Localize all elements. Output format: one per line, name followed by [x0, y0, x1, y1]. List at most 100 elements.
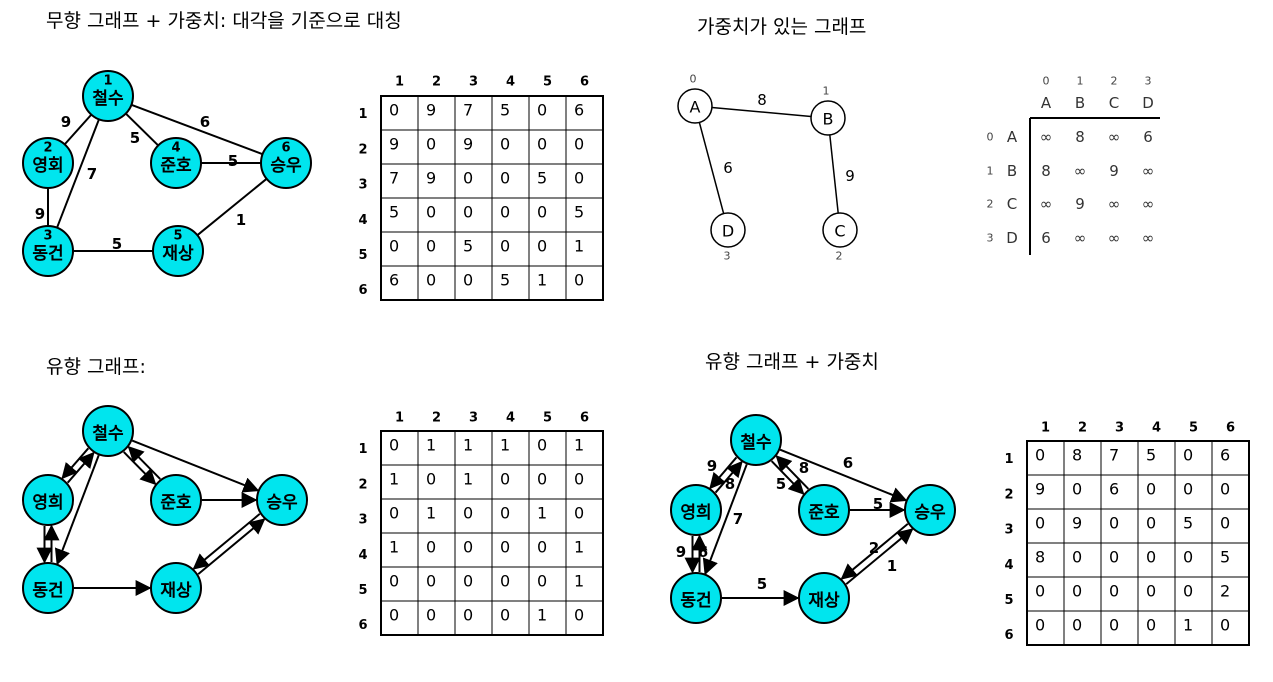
wtab-cell-1-0: 8 — [1041, 162, 1051, 180]
g3-node-label-1: 철수 — [92, 424, 124, 444]
m4-border — [1026, 440, 1250, 646]
g2-edge-A-D — [698, 122, 725, 214]
m1-col-header-1: 1 — [395, 75, 404, 90]
wtab-col-index-1: 1 — [1077, 75, 1084, 88]
m1-cell-5-1: 0 — [389, 237, 399, 256]
g3-node-label-6: 승우 — [266, 493, 298, 513]
m4-cell-1-2: 8 — [1072, 446, 1082, 465]
m4-row-header-1: 1 — [1004, 452, 1013, 467]
m3-cell-3-5: 1 — [537, 504, 547, 523]
g1-weight-1-6: 6 — [200, 113, 210, 131]
m4-cell-6-5: 1 — [1183, 616, 1193, 635]
g1-node-num-5: 5 — [173, 229, 182, 244]
m4-cell-5-6: 2 — [1220, 582, 1230, 601]
g3-edge-1-3 — [54, 454, 100, 566]
m1-cell-5-4: 0 — [500, 237, 510, 256]
title-directed: 유향 그래프: — [46, 356, 146, 378]
m3-cell-4-3: 0 — [463, 538, 473, 557]
g1-edge-1-2 — [63, 113, 93, 146]
wtab-row-label-D: D — [1006, 229, 1018, 247]
m4-cell-5-4: 0 — [1146, 582, 1156, 601]
g4-weight-2-3-b: 6 — [698, 543, 708, 561]
m4-cell-6-3: 0 — [1109, 616, 1119, 635]
g4-node-3 — [670, 572, 722, 624]
g1-weight-4-6: 5 — [228, 152, 238, 170]
g4-weight-2-3-a: 9 — [676, 543, 686, 561]
g4-edge-5-6 — [845, 528, 914, 585]
g4-weight-1-4-b: 5 — [776, 475, 786, 493]
m4-cell-1-5: 0 — [1183, 446, 1193, 465]
m1-cell-4-2: 0 — [426, 203, 436, 222]
m1-cell-3-2: 9 — [426, 169, 436, 188]
m1-cell-5-5: 0 — [537, 237, 547, 256]
g2-node-index-C: 2 — [836, 250, 843, 263]
g1-node-label-5: 재상 — [162, 244, 194, 264]
g2-node-label-D: D — [722, 222, 734, 241]
g3-node-label-4: 준호 — [160, 493, 192, 513]
m1-cell-2-2: 0 — [426, 135, 436, 154]
m1-cell-4-3: 0 — [463, 203, 473, 222]
m4-cell-6-1: 0 — [1035, 616, 1045, 635]
m3-cell-1-3: 1 — [463, 436, 473, 455]
m3-row-header-5: 5 — [358, 583, 367, 598]
m3-cell-2-2: 0 — [426, 470, 436, 489]
g1-edge-1-6 — [131, 103, 263, 156]
m4-cell-2-6: 0 — [1220, 480, 1230, 499]
m1-cell-2-4: 0 — [500, 135, 510, 154]
wtab-row-index-1: 1 — [987, 165, 994, 178]
g4-weight-1-3-a: 7 — [733, 510, 743, 528]
m3-col-header-4: 4 — [506, 411, 515, 426]
m3-cell-3-6: 0 — [574, 504, 584, 523]
g1-node-label-1: 철수 — [92, 89, 124, 109]
m3-cell-5-1: 0 — [389, 572, 399, 591]
m4-cell-5-2: 0 — [1072, 582, 1082, 601]
wtab-row-label-B: B — [1007, 162, 1017, 180]
g4-node-label-2: 영희 — [680, 503, 711, 523]
m3-col-header-3: 3 — [469, 411, 478, 426]
m1-col-header-5: 5 — [543, 75, 552, 90]
g1-node-2 — [22, 137, 74, 189]
g4-node-label-1: 철수 — [740, 433, 772, 453]
m4-cell-3-1: 0 — [1035, 514, 1045, 533]
m1-row-header-4: 4 — [358, 213, 367, 228]
g4-node-label-5: 재상 — [808, 591, 840, 611]
m4-row-header-3: 3 — [1004, 523, 1013, 538]
m1-cell-1-4: 5 — [500, 101, 510, 120]
wtab-cell-2-3: ∞ — [1142, 195, 1155, 213]
m1-cell-6-4: 5 — [500, 271, 510, 290]
m4-cell-4-1: 8 — [1035, 548, 1045, 567]
wtab-col-index-2: 2 — [1111, 75, 1118, 88]
m4-cell-4-3: 0 — [1109, 548, 1119, 567]
m4-cell-5-5: 0 — [1183, 582, 1193, 601]
m4-cell-4-5: 0 — [1183, 548, 1193, 567]
wtab-row-index-3: 3 — [987, 232, 994, 245]
m3-cell-6-1: 0 — [389, 606, 399, 625]
g4-edge-1-6 — [779, 448, 908, 503]
m1-col-header-3: 3 — [469, 75, 478, 90]
g1-node-num-3: 3 — [43, 229, 52, 244]
g4-weight-1-6-a: 6 — [843, 454, 853, 472]
g2-node-B — [810, 100, 846, 136]
m4-row-header-6: 6 — [1004, 628, 1013, 643]
m1-cell-4-5: 0 — [537, 203, 547, 222]
m1-col-header-4: 4 — [506, 75, 515, 90]
g2-node-A — [677, 88, 713, 124]
wtab-row-index-0: 0 — [987, 131, 994, 144]
m1-cell-6-2: 0 — [426, 271, 436, 290]
wtab-col-index-0: 0 — [1043, 75, 1050, 88]
wtab-cell-2-1: 9 — [1075, 195, 1085, 213]
m4-cell-1-6: 6 — [1220, 446, 1230, 465]
g1-weight-1-2: 9 — [61, 113, 71, 131]
m4-cell-3-6: 0 — [1220, 514, 1230, 533]
m1-cell-1-5: 0 — [537, 101, 547, 120]
m3-cell-5-3: 0 — [463, 572, 473, 591]
g1-node-num-4: 4 — [171, 141, 180, 156]
m1-cell-4-4: 0 — [500, 203, 510, 222]
wtab-cell-1-3: ∞ — [1142, 162, 1155, 180]
m4-cell-3-2: 9 — [1072, 514, 1082, 533]
m3-col-header-1: 1 — [395, 411, 404, 426]
m3-cell-3-3: 0 — [463, 504, 473, 523]
m4-cell-2-1: 9 — [1035, 480, 1045, 499]
m3-cell-6-6: 0 — [574, 606, 584, 625]
g4-node-1 — [730, 414, 782, 466]
